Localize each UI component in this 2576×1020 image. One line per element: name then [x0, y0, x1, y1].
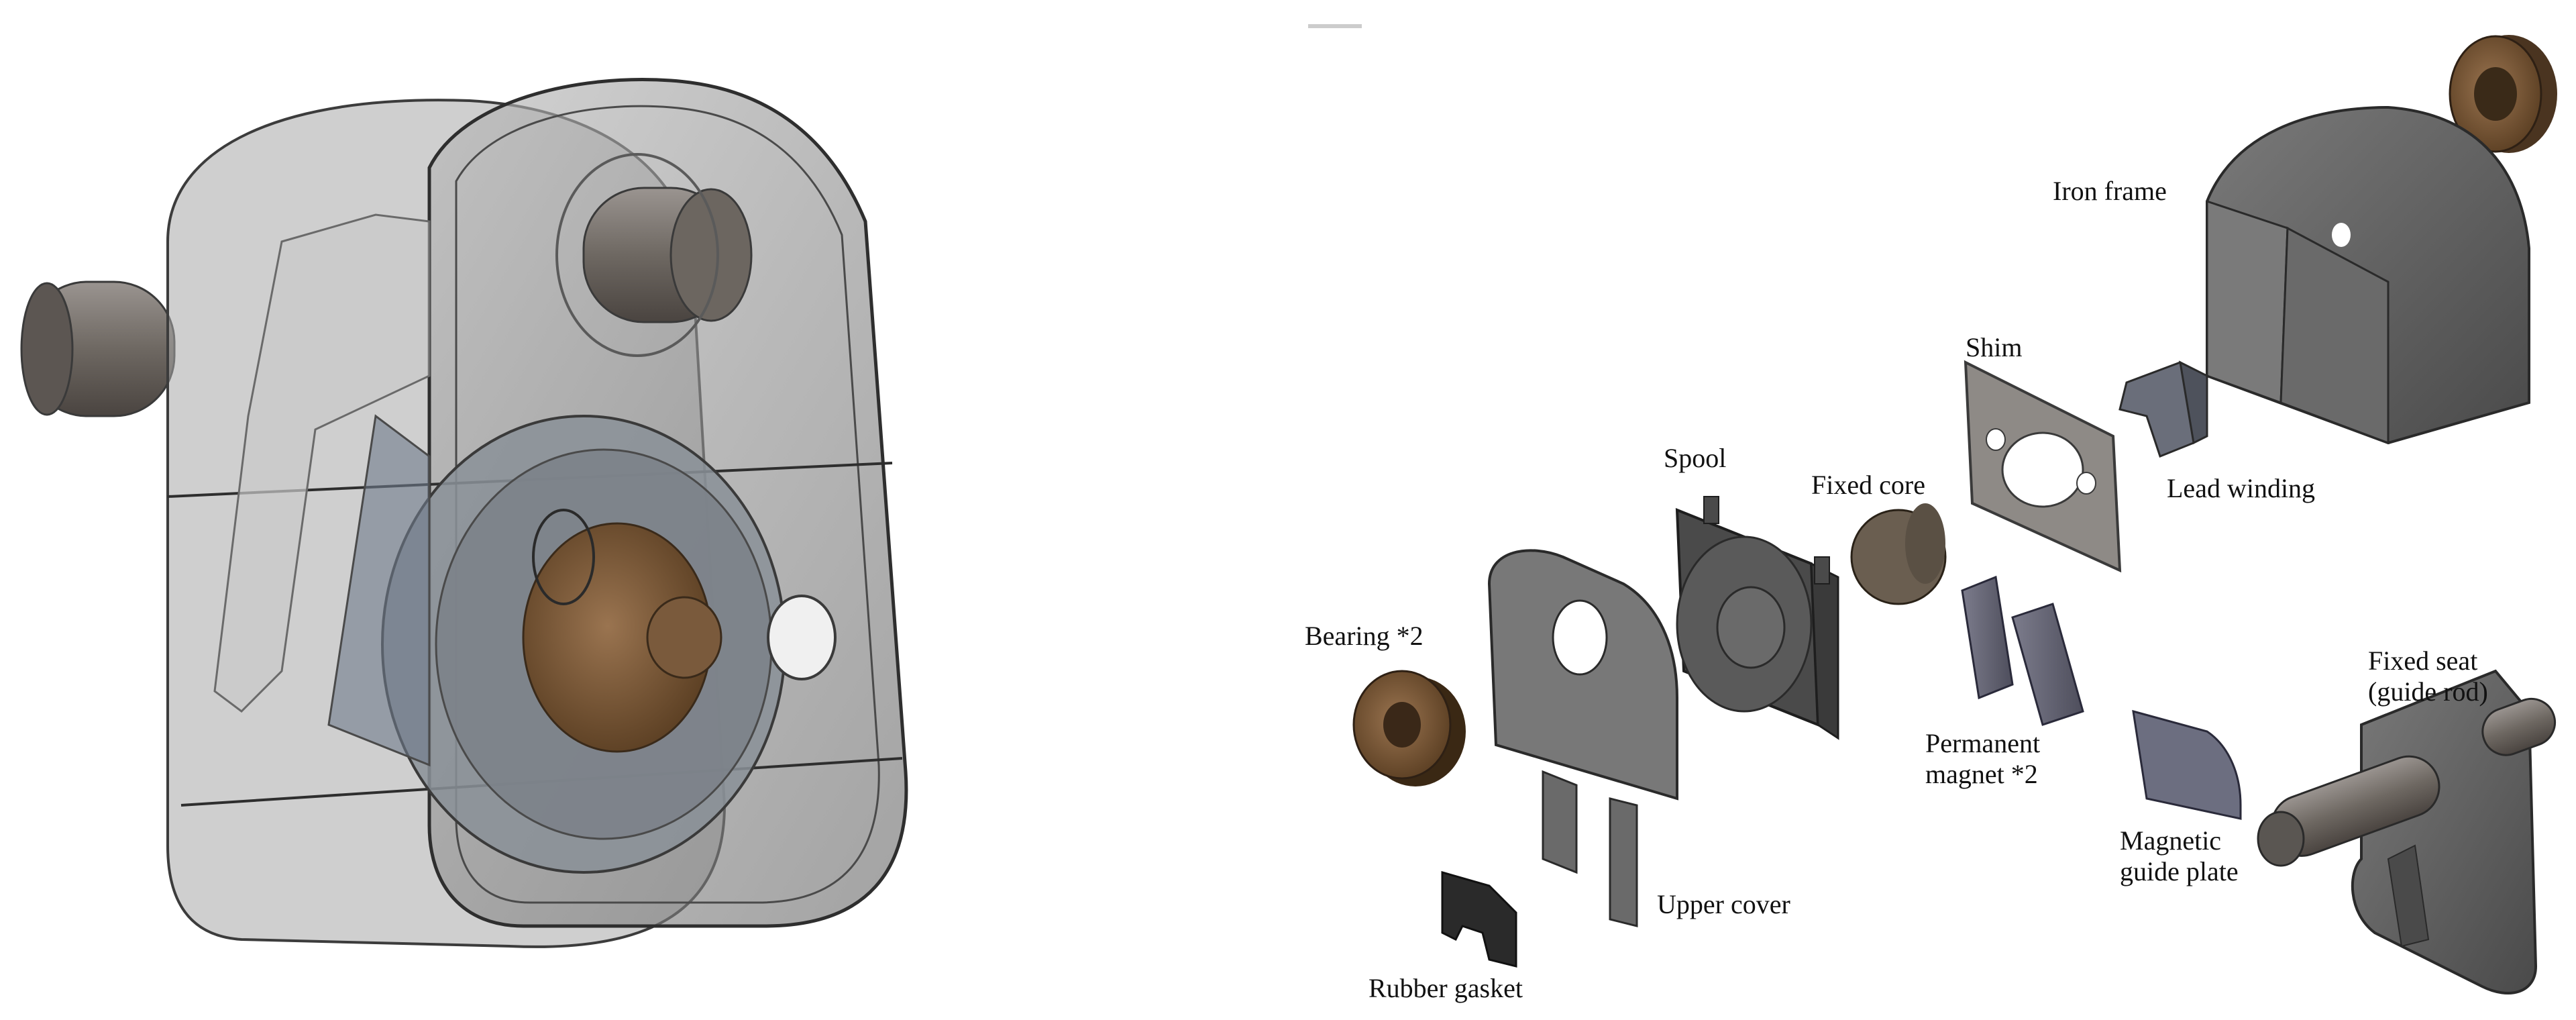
label-magnetic-guide-plate-line1: Magnetic — [2120, 825, 2222, 856]
label-magnetic-guide-plate-line2: guide plate — [2120, 856, 2239, 886]
label-rubber-gasket: Rubber gasket — [1368, 973, 1523, 1003]
label-iron-frame: Iron frame — [2053, 176, 2167, 206]
assembled-front-disk — [327, 414, 786, 874]
label-upper-cover: Upper cover — [1657, 889, 1790, 919]
label-permanent-magnet-line1: Permanent — [1925, 728, 2041, 758]
top-bearing — [2449, 35, 2557, 153]
assembled-upper-shaft — [555, 153, 753, 357]
rubber-gasket-part — [1441, 871, 1517, 968]
assembled-rear-shaft — [20, 280, 176, 417]
label-shim: Shim — [1966, 332, 2023, 362]
assembled-front-rim — [455, 105, 880, 904]
label-fixed-seat-line2: (guide rod) — [2368, 676, 2488, 707]
label-fixed-seat-line1: Fixed seat — [2368, 646, 2478, 676]
iron-frame-part — [2206, 105, 2530, 445]
label-fixed-seat: Fixed seat (guide rod) — [2368, 646, 2488, 707]
label-permanent-magnet: Permanent magnet *2 — [1925, 728, 2040, 790]
bearing-part — [1352, 670, 1466, 786]
exploded-marker — [1308, 24, 1362, 28]
label-spool: Spool — [1664, 443, 1727, 473]
lead-winding-part — [2118, 360, 2208, 458]
upper-cover-part — [1487, 549, 1678, 927]
label-lead-winding: Lead winding — [2167, 473, 2316, 503]
assembled-side-hole — [767, 595, 837, 680]
permanent-magnet-part — [1961, 575, 2084, 726]
spool-part — [1675, 496, 1839, 740]
shim-part — [1964, 360, 2122, 573]
label-fixed-core: Fixed core — [1811, 470, 1925, 500]
label-magnetic-guide-plate: Magnetic guide plate — [2120, 825, 2239, 887]
fixed-core-part — [1850, 503, 1947, 605]
label-permanent-magnet-line2: magnet *2 — [1925, 759, 2038, 789]
magnetic-guide-plate-part — [2132, 709, 2242, 820]
fixed-seat-part — [2257, 669, 2556, 994]
label-bearing: Bearing *2 — [1305, 621, 1424, 651]
assembled-view — [20, 78, 908, 948]
exploded-view — [1308, 24, 2557, 994]
assembled-internal-bracket — [213, 213, 431, 713]
